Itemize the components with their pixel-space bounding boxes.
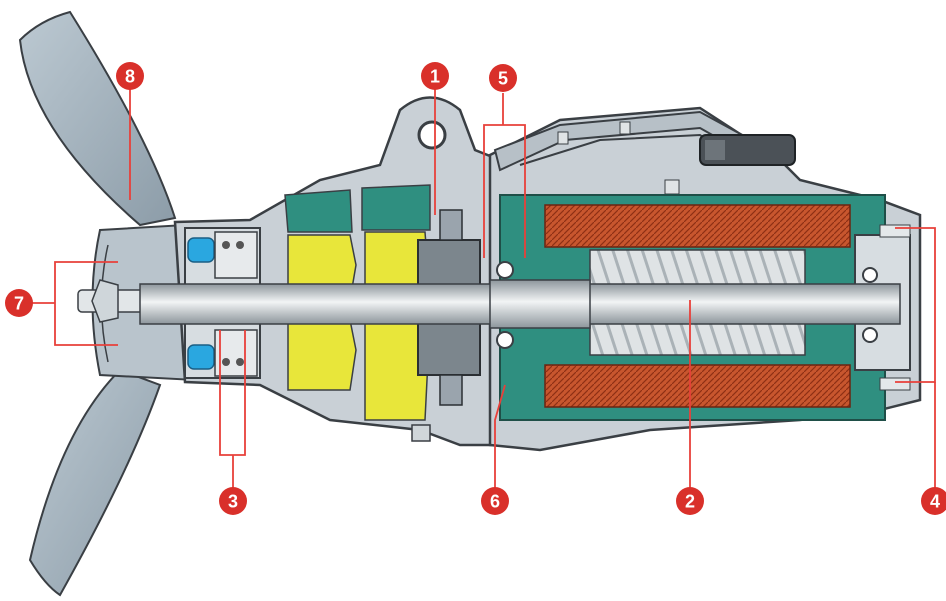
propeller-blade-upper (18, 10, 177, 227)
motor-housing (488, 106, 922, 452)
svg-text:5: 5 (498, 69, 508, 89)
callout-7: 7 (5, 289, 33, 317)
shaft-seal-upper (187, 237, 215, 263)
callout-1: 1 (421, 62, 449, 90)
callout-6: 6 (481, 487, 509, 515)
callout-2: 2 (676, 487, 704, 515)
stator-winding-lower (544, 364, 851, 408)
motor-bearing-front (496, 261, 514, 279)
callout-4: 4 (921, 487, 946, 515)
bearing-front (214, 231, 258, 377)
svg-text:6: 6 (490, 492, 500, 512)
svg-text:3: 3 (228, 492, 238, 512)
svg-text:4: 4 (930, 492, 940, 512)
callout-8: 8 (116, 62, 144, 90)
svg-text:7: 7 (14, 294, 24, 314)
propeller-blade-lower (28, 368, 162, 597)
propeller (18, 10, 197, 597)
callout-5: 5 (489, 64, 517, 92)
lifting-eye (417, 120, 447, 150)
svg-text:8: 8 (125, 67, 135, 87)
svg-text:1: 1 (430, 67, 440, 87)
callout-3: 3 (219, 487, 247, 515)
svg-text:2: 2 (685, 492, 695, 512)
shaft-seal-lower (187, 344, 215, 370)
leader-lines (32, 88, 936, 488)
stator-winding-upper (544, 204, 851, 248)
motor-bearing-rear (862, 267, 878, 283)
gearbox-housing (173, 96, 502, 447)
